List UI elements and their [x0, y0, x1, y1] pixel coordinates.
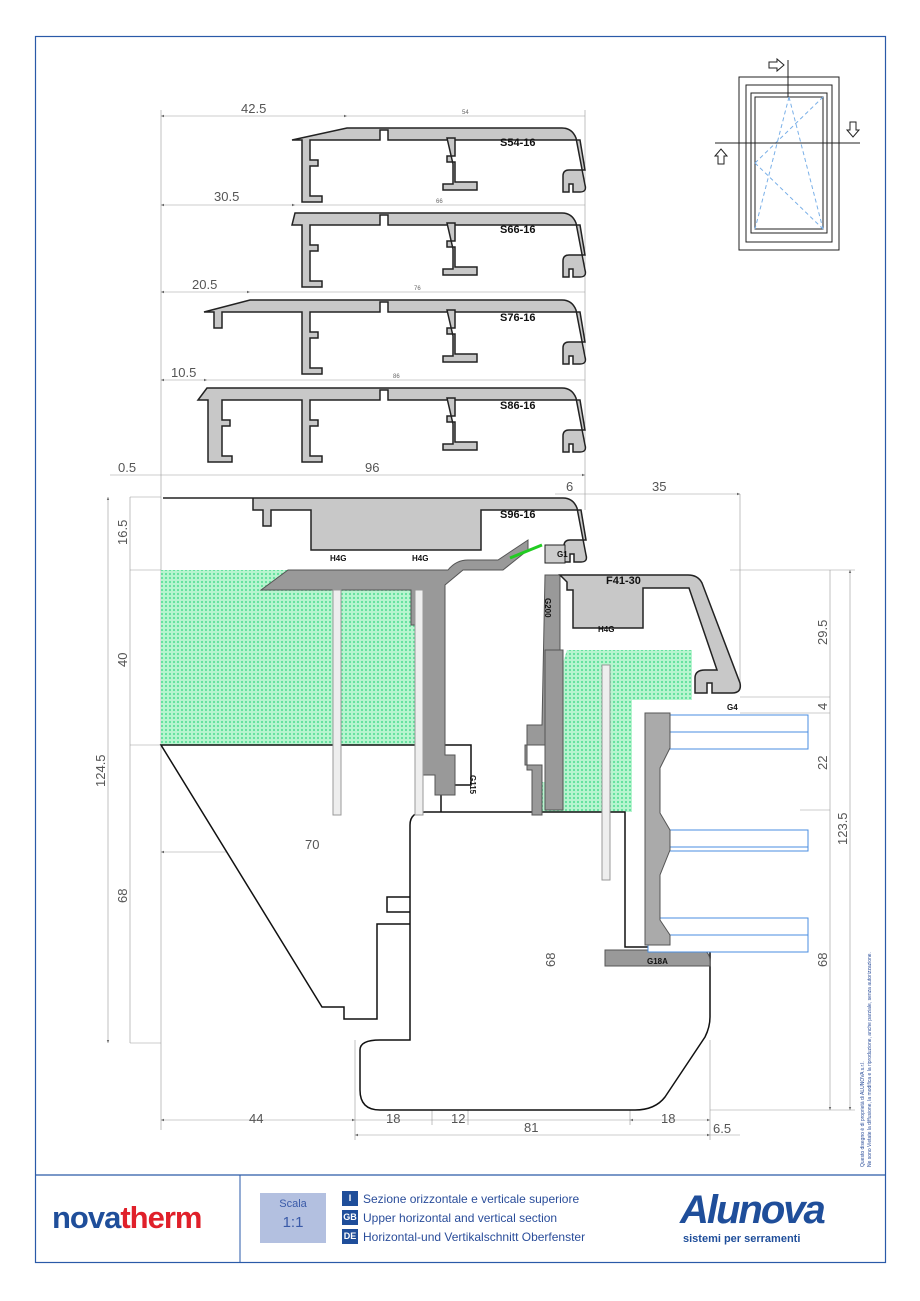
dim-lower-left-height: 68 [115, 889, 130, 903]
label-s66: S66-16 [500, 224, 535, 236]
label-g200: G200 [543, 598, 552, 618]
insulation-block-left [161, 570, 437, 745]
scale-label: Scala [279, 1198, 307, 1210]
dim-s86-offset: 10.5 [171, 365, 196, 380]
label-s96: S96-16 [500, 509, 535, 521]
dim-middle-68: 68 [543, 953, 558, 967]
screw-icons [332, 589, 611, 881]
dim-right-4: 4 [815, 703, 830, 710]
dimension-lines [106, 110, 855, 1140]
dim-bottom-81: 81 [524, 1120, 538, 1135]
dim-s66-offset: 30.5 [214, 189, 239, 204]
label-h4g-2: H4G [412, 554, 428, 563]
dim-s66-width: 66 [436, 199, 443, 205]
profile-s54 [291, 127, 587, 203]
dim-bottom-18b: 18 [661, 1111, 675, 1126]
label-f41-30: F41-30 [606, 575, 641, 587]
glazing-unit [647, 714, 809, 953]
dim-s96-width: 96 [365, 460, 379, 475]
profile-s76 [203, 299, 587, 375]
profile-s96 [163, 497, 588, 563]
label-s76: S76-16 [500, 312, 535, 324]
dim-total-left-height: 124.5 [93, 754, 108, 787]
gasket-line [509, 543, 543, 560]
dim-sash-width: 35 [652, 479, 666, 494]
frame-section [159, 744, 711, 1111]
dim-bottom-18a: 18 [386, 1111, 400, 1126]
window-schematic-icon [713, 57, 861, 251]
dim-gap: 6 [566, 479, 573, 494]
dim-s96-offset: 0.5 [118, 460, 136, 475]
dim-top-height: 16.5 [115, 520, 130, 545]
scale-value: 1:1 [282, 1214, 304, 1231]
copyright-note: Questo disegno è di proprietà di ALUNOVA… [860, 952, 873, 1167]
scale-box: Scala 1:1 [260, 1193, 326, 1243]
spacer-profile [644, 712, 671, 946]
dim-bottom-6-5: 6.5 [713, 1121, 731, 1136]
novatherm-logo: novatherm [52, 1200, 203, 1235]
dim-frame-width: 70 [305, 837, 319, 852]
dim-s76-width: 76 [414, 286, 421, 292]
alunova-tagline: sistemi per serramenti [683, 1233, 801, 1245]
label-h4g-3: H4G [598, 625, 614, 634]
dim-right-22: 22 [815, 756, 830, 770]
dim-s76-offset: 20.5 [192, 277, 217, 292]
profile-s66 [291, 212, 587, 288]
dim-right-68: 68 [815, 953, 830, 967]
label-s54: S54-16 [500, 137, 535, 149]
dim-right-29-5: 29.5 [815, 620, 830, 645]
dim-right-123-5: 123.5 [835, 812, 850, 845]
sash-profile-f41-30 [558, 574, 742, 694]
label-h4g-1: H4G [330, 554, 346, 563]
label-g115: G115 [468, 775, 477, 795]
dim-s54-offset: 42.5 [241, 101, 266, 116]
label-g1: G1 [557, 550, 568, 559]
dim-s86-width: 86 [393, 374, 400, 380]
label-g18a: G18A [647, 957, 668, 966]
alunova-logo: Alunova [680, 1188, 826, 1232]
dim-bottom-12: 12 [451, 1111, 465, 1126]
gasket-g1-shape [544, 544, 566, 564]
dim-bottom-left: 44 [249, 1111, 263, 1126]
dim-insulation-height: 40 [115, 653, 130, 667]
profile-s86 [196, 387, 587, 463]
sheet-border [34, 35, 887, 1264]
label-g4: G4 [727, 703, 738, 712]
label-s86: S86-16 [500, 400, 535, 412]
insulation-block-right [540, 650, 692, 812]
dim-s54-width: 54 [462, 110, 469, 116]
